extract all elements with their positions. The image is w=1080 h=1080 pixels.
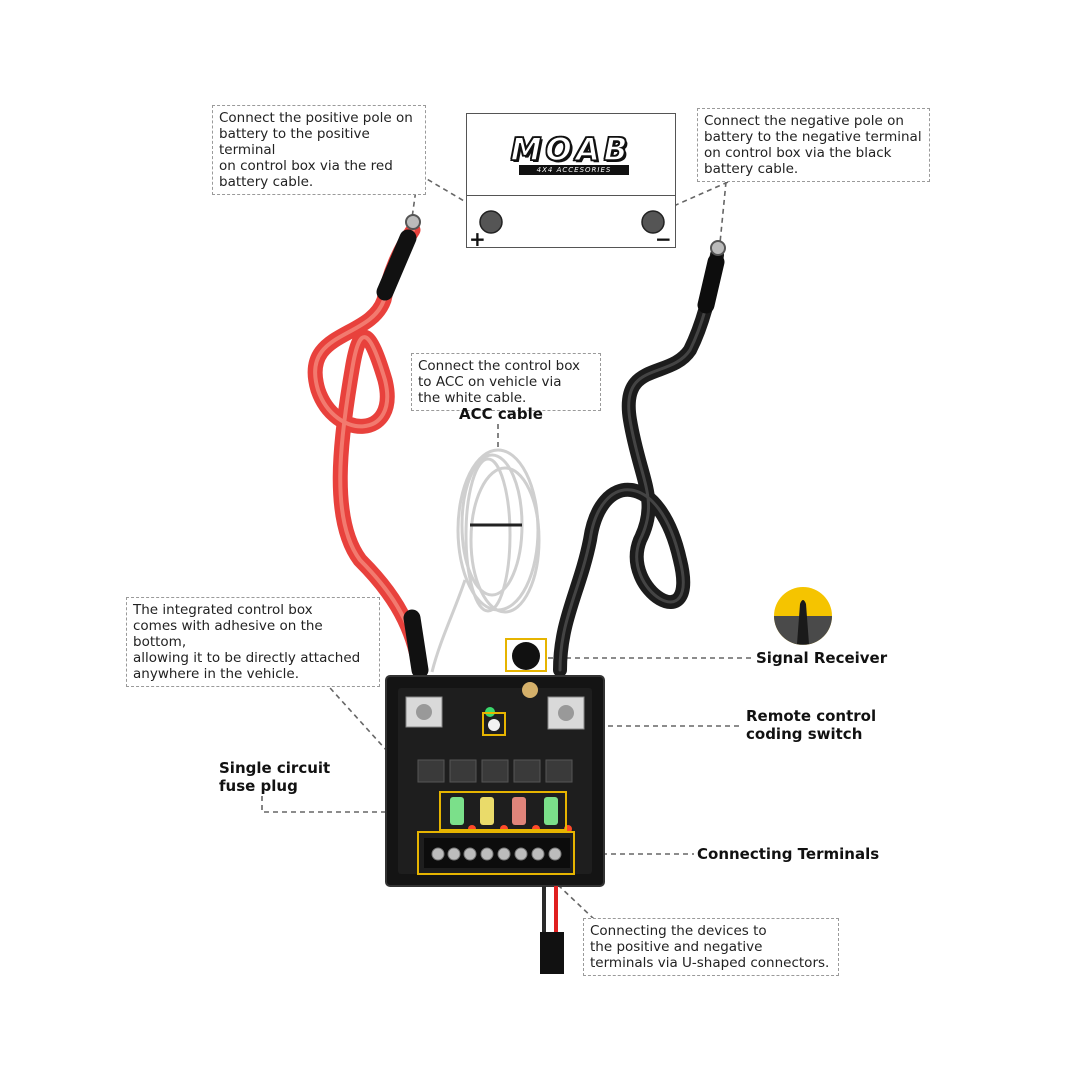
battery-cap: MOAB 4X4 ACCESORIES (467, 114, 675, 196)
black-battery-cable (553, 240, 726, 677)
logo-wordmark: MOAB (510, 131, 632, 169)
label-acc-cable: ACC cable (459, 405, 543, 423)
moab-logo: MOAB 4X4 ACCESORIES (479, 131, 663, 176)
signal-receiver-icon (774, 587, 832, 645)
label-signal-receiver: Signal Receiver (756, 649, 888, 667)
logo-subtitle: 4X4 ACCESORIES (519, 165, 629, 175)
battery: MOAB 4X4 ACCESORIES + − (466, 113, 676, 251)
note-negative: Connect the negative pole on battery to … (697, 108, 930, 182)
label-fuse-plug: Single circuit fuse plug (219, 759, 331, 795)
label-remote-coding-switch: Remote control coding switch (746, 707, 877, 743)
note-positive: Connect the positive pole on battery to … (212, 105, 426, 195)
note-control-box: The integrated control box comes with ad… (126, 597, 380, 687)
white-acc-cable (430, 448, 541, 673)
positive-symbol: + (469, 227, 486, 251)
red-battery-cable (307, 214, 429, 679)
note-acc: Connect the control box to ACC on vehicl… (411, 353, 601, 411)
highlight-boxes (417, 638, 575, 875)
negative-symbol: − (655, 227, 672, 251)
note-devices: Connecting the devices to the positive a… (583, 918, 839, 976)
control-box (385, 642, 605, 974)
battery-posts (479, 210, 665, 234)
label-connecting-terminals: Connecting Terminals (697, 845, 880, 863)
